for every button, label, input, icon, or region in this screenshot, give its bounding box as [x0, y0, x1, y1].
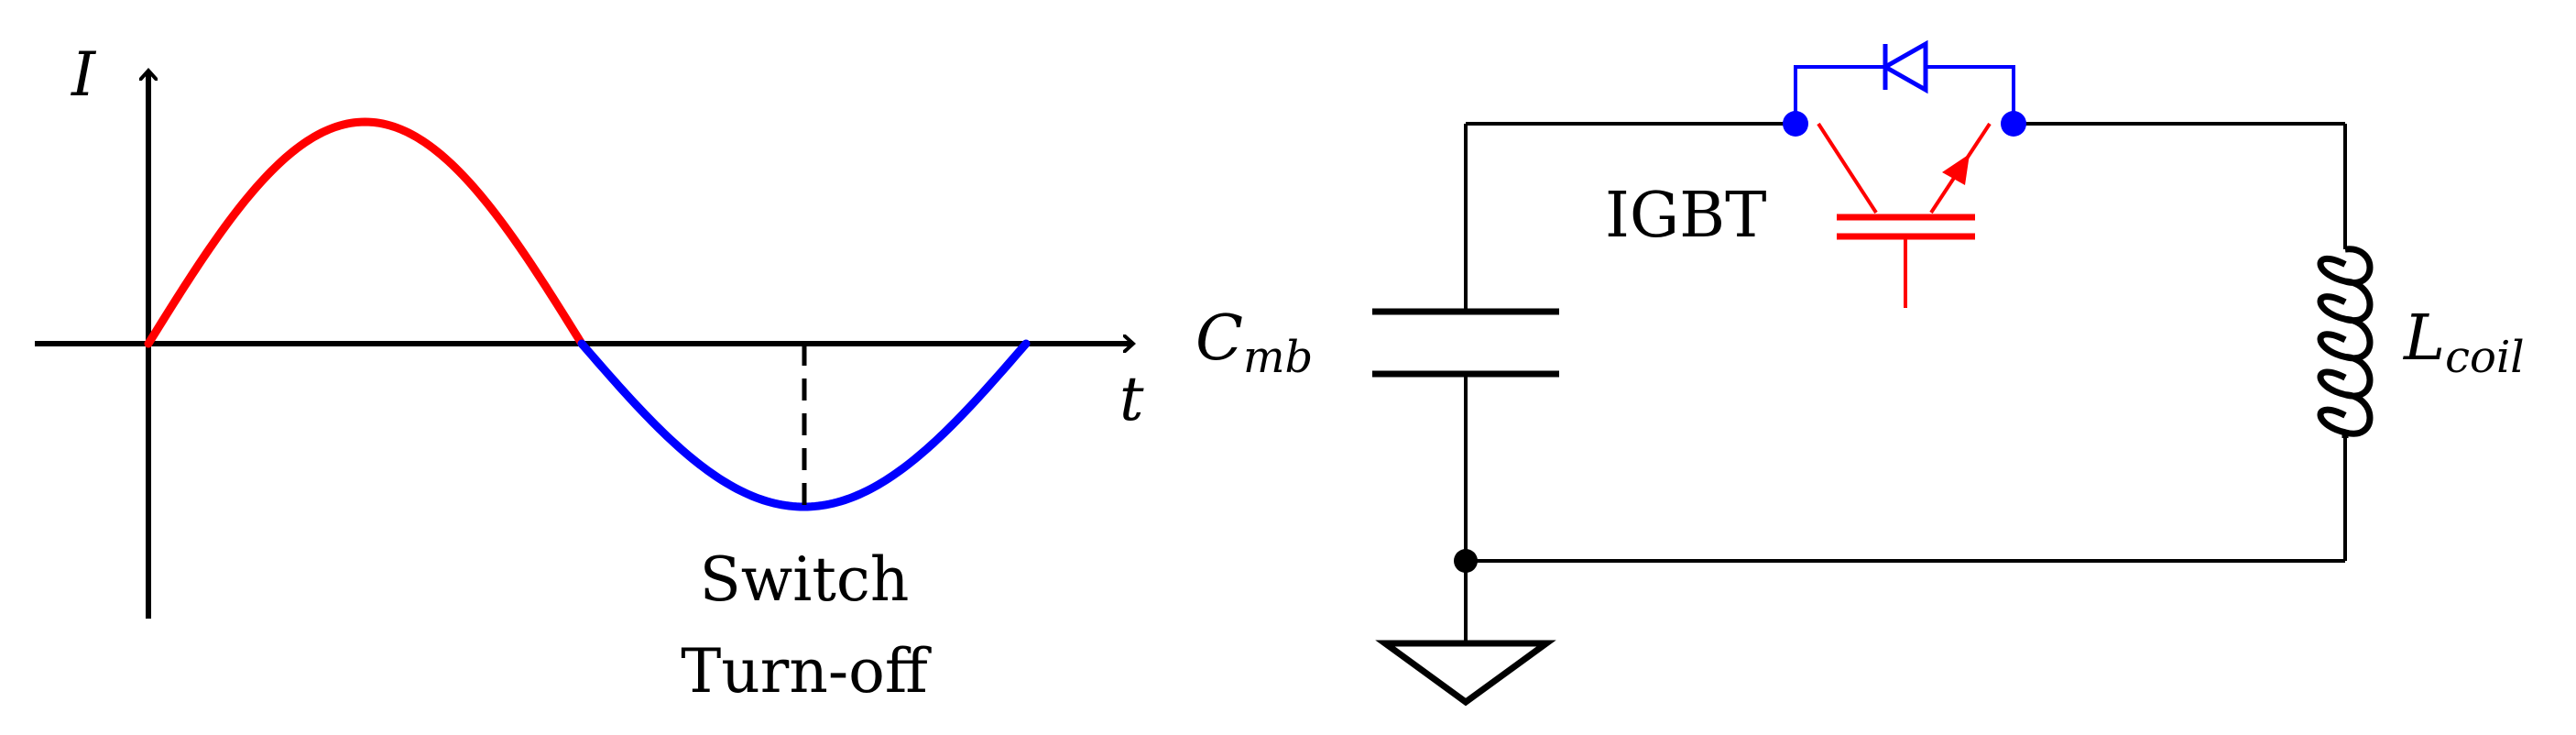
circuit-schematic [1372, 122, 2374, 707]
inductor-label: Lcoil [2402, 302, 2525, 383]
x-axis-label: t [1119, 364, 1144, 434]
annotation-turnoff: Turn-off [681, 636, 932, 707]
ground-symbol [1375, 640, 1556, 707]
node-dot-left [1783, 111, 1808, 137]
capacitor-label: Cmb [1195, 302, 1313, 383]
annotation-switch: Switch [700, 544, 910, 615]
y-axis-label: I [71, 39, 97, 110]
node-dot-right [2001, 111, 2026, 137]
igbt-emitter-arrow [1942, 154, 1970, 185]
ground-junction-dot [1454, 549, 1478, 573]
waveform-plot: I t Switch Turn-off [35, 39, 1144, 707]
inductor-coil [2317, 246, 2374, 438]
igbt-label: IGBT [1605, 180, 1767, 252]
igbt-symbol [1817, 122, 1992, 308]
negative-half-cycle [577, 339, 1031, 511]
freewheel-diode [1783, 39, 2026, 137]
igbt-collector-lead [1817, 122, 1878, 214]
positive-half-cycle [144, 117, 586, 348]
diode-triangle [1880, 39, 1928, 94]
